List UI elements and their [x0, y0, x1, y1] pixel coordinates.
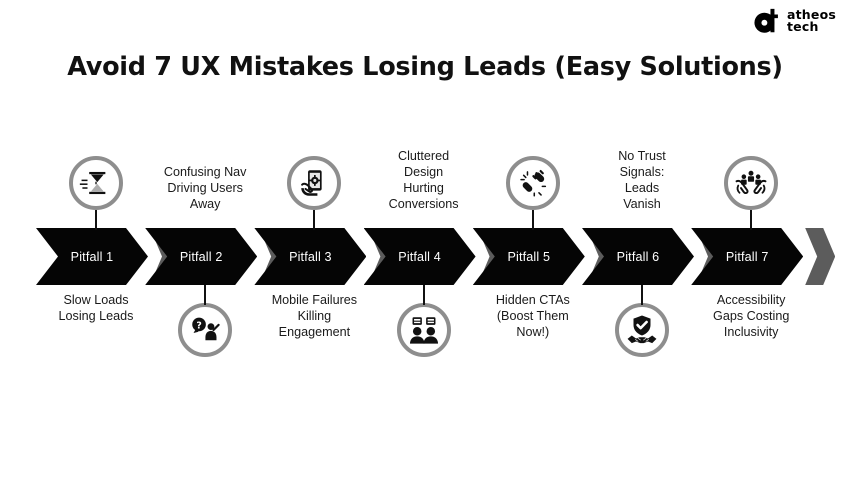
- icon-node-step-3[interactable]: [287, 156, 342, 210]
- caption-line: Slow Loads: [63, 293, 129, 307]
- chevron-label-2: Pitfall 2: [179, 249, 223, 264]
- chevron-step-7[interactable]: Pitfall 7: [691, 228, 803, 285]
- icon-ring-5: [505, 156, 560, 210]
- caption-line: Signals:: [619, 165, 665, 179]
- caption-line: Leads: [624, 181, 660, 195]
- page-title: Avoid 7 UX Mistakes Losing Leads (Easy S…: [67, 52, 783, 82]
- icon-node-step-5[interactable]: [505, 156, 560, 210]
- chevron-row: Pitfall 1 Pitfall 2 Pitfall 3 Pitfall 4 Pitf…: [42, 228, 836, 285]
- hands-holding-people-icon: [724, 156, 778, 210]
- hand-holding-phone-gear-icon: [287, 156, 341, 210]
- connector-stem-2: [204, 285, 207, 305]
- connector-stem-5: [531, 210, 534, 230]
- pitfall-timeline: Pitfall 1 Pitfall 2 Pitfall 3 Pitfall 4 Pitf…: [0, 140, 850, 357]
- brand-wordmark: atheos tech: [786, 6, 836, 34]
- at-monogram-logo-icon: [754, 8, 778, 33]
- icon-node-step-7[interactable]: [724, 156, 779, 210]
- chevron-label-5: Pitfall 5: [507, 249, 551, 264]
- chevron-label-3: Pitfall 3: [289, 249, 332, 264]
- chevron-tail: [805, 228, 836, 285]
- caption-line: Vanish: [623, 197, 661, 211]
- icon-node-step-2[interactable]: ?: [178, 303, 233, 357]
- caption-line: Driving Users: [167, 181, 243, 195]
- svg-text:?: ?: [197, 320, 202, 331]
- chevron-label-4: Pitfall 4: [398, 249, 441, 264]
- icon-ring-7: [724, 156, 779, 210]
- caption-line: (Boost Them: [496, 309, 569, 323]
- caption-line: Inclusivity: [723, 325, 779, 339]
- chevron-label-7: Pitfall 7: [725, 249, 769, 264]
- caption-line: No Trust: [618, 149, 666, 163]
- icon-node-step-1[interactable]: [69, 156, 123, 210]
- caption-line: Conversions: [388, 197, 459, 211]
- brand-logo: atheos tech: [752, 8, 836, 34]
- icon-node-step-4[interactable]: [396, 303, 451, 357]
- caption-line: Killing: [297, 309, 332, 323]
- caption-line: Mobile Failures: [271, 293, 358, 307]
- caption-line: Hurting: [403, 181, 444, 195]
- caption-line: Away: [189, 197, 221, 211]
- icon-ring-2: [178, 303, 233, 357]
- caption-line: Hidden CTAs: [495, 293, 570, 307]
- connector-stem-7: [750, 210, 753, 230]
- confused-user-question-icon: ?: [178, 303, 232, 357]
- brand-name-line1: atheos: [786, 6, 836, 22]
- caption-line: Cluttered: [398, 149, 450, 163]
- shield-check-handshake-icon: [615, 303, 669, 357]
- connector-stem-4: [422, 285, 425, 305]
- caption-line: Now!): [516, 325, 550, 339]
- chevron-step-1[interactable]: Pitfall 1: [36, 228, 148, 285]
- hourglass-speed-icon: [69, 156, 123, 210]
- icon-node-step-6[interactable]: [615, 303, 669, 357]
- caption-line: Gaps Costing: [713, 309, 790, 323]
- brand-name-line2: tech: [786, 19, 819, 34]
- broken-link-click-icon: [506, 156, 560, 210]
- icon-ring-4: [396, 303, 451, 357]
- chevron-step-2[interactable]: Pitfall 2: [145, 228, 257, 285]
- connector-stem-3: [313, 210, 316, 230]
- connector-stem-6: [641, 285, 643, 305]
- connector-stem-1: [95, 210, 97, 230]
- icon-ring-3: [287, 156, 342, 210]
- caption-line: Confusing Nav: [163, 165, 247, 179]
- caption-line: Losing Leads: [58, 309, 134, 323]
- caption-line: Design: [403, 165, 444, 179]
- icon-ring-1: [69, 156, 123, 210]
- caption-line: Engagement: [278, 325, 351, 339]
- two-users-screens-icon: [397, 303, 451, 357]
- chevron-label-1: Pitfall 1: [70, 249, 114, 264]
- chevron-label-6: Pitfall 6: [616, 249, 660, 264]
- caption-line: Accessibility: [716, 293, 786, 307]
